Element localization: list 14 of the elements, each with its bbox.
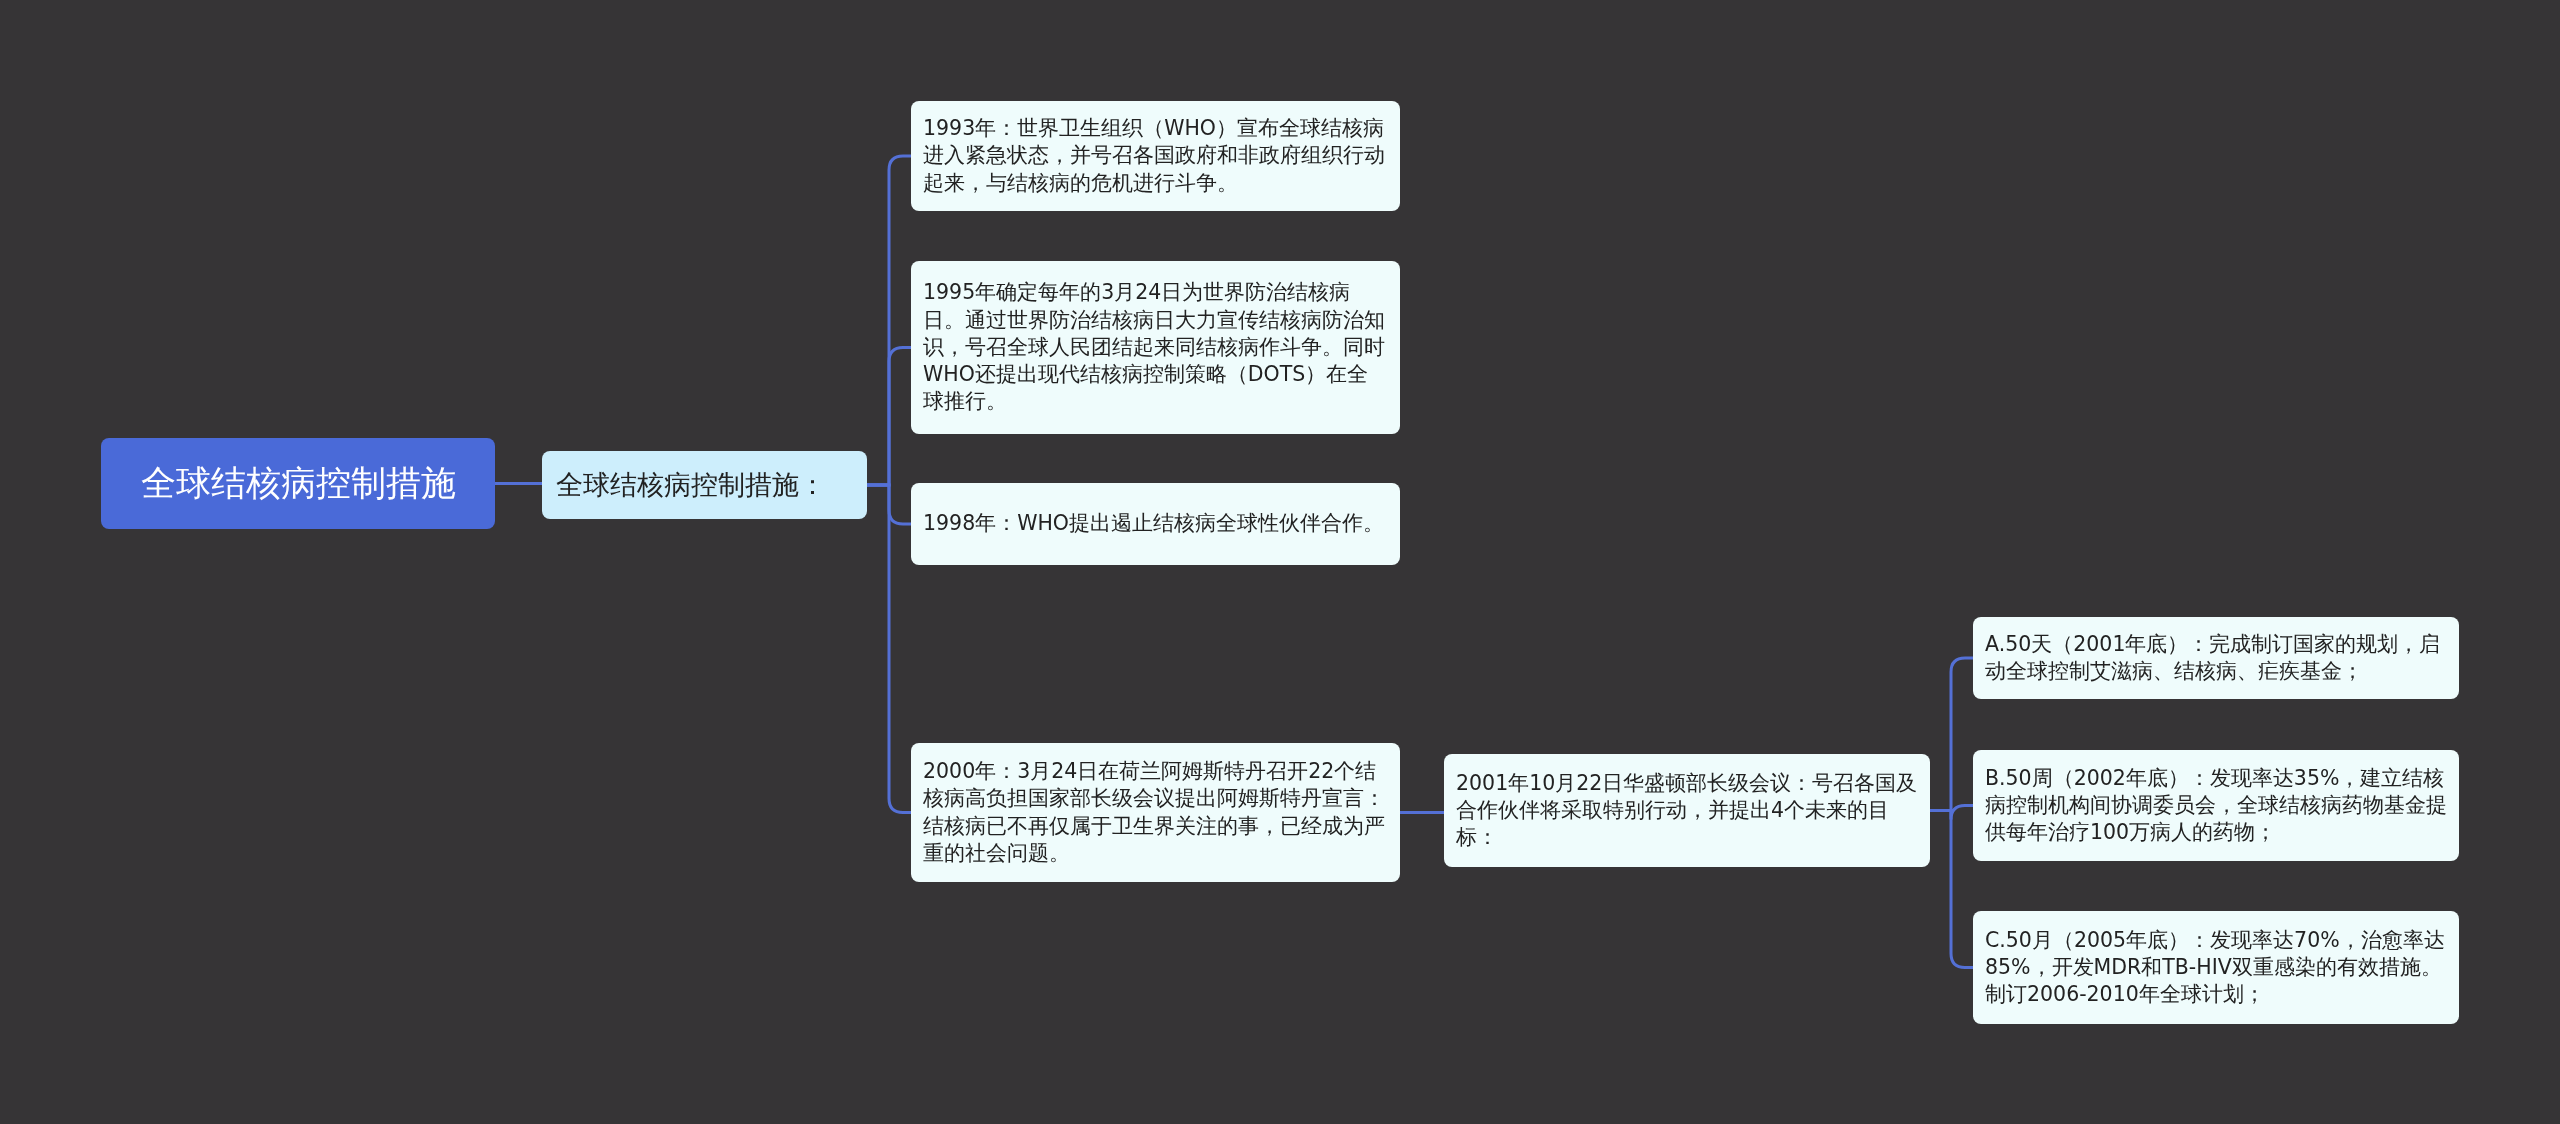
topic-box: C.50月（2005年底）：发现率达70%，治愈率达85%，开发MDR和TB-HIV双重感染的有效措施。制订2006-2010年全球计划； bbox=[1973, 911, 2459, 1024]
topic-box: B.50周（2002年底）：发现率达35%，建立结核病控制机构间协调委员会，全球结核病药物基金提供每年治疗100万病人的药物； bbox=[1973, 750, 2459, 861]
topic-box: 2000年：3月24日在荷兰阿姆斯特丹召开22个结核病高负担国家部长级会议提出阿姆斯特丹宣言：结核病已不再仅属于卫生界关注的事，已经成为严重的社会问题。 bbox=[911, 743, 1400, 882]
topic-box: 1998年：WHO提出遏止结核病全球性伙伴合作。 bbox=[911, 483, 1400, 565]
topic-box: 全球结核病控制措施： bbox=[542, 451, 867, 519]
connector bbox=[1930, 809, 1973, 969]
connector bbox=[495, 482, 542, 485]
topic-box: 2001年10月22日华盛顿部长级会议：号召各国及合作伙伴将采取特别行动，并提出4个未来的目标： bbox=[1444, 754, 1930, 867]
connector bbox=[1400, 811, 1444, 814]
topic-box: 1993年：世界卫生组织（WHO）宣布全球结核病进入紧急状态，并号召各国政府和非政府组织行动起来，与结核病的危机进行斗争。 bbox=[911, 101, 1400, 211]
topic-box: A.50天（2001年底）：完成制订国家的规划，启动全球控制艾滋病、结核病、疟疾基金； bbox=[1973, 617, 2459, 699]
topic-box: 1995年确定每年的3月24日为世界防治结核病日。通过世界防治结核病日大力宣传结核病防治知识，号召全球人民团结起来同结核病作斗争。同时WHO还提出现代结核病控制策略（DOTS）在全球推行。 bbox=[911, 261, 1400, 434]
connector bbox=[867, 483, 911, 814]
root-topic-box: 全球结核病控制措施 bbox=[101, 438, 495, 529]
